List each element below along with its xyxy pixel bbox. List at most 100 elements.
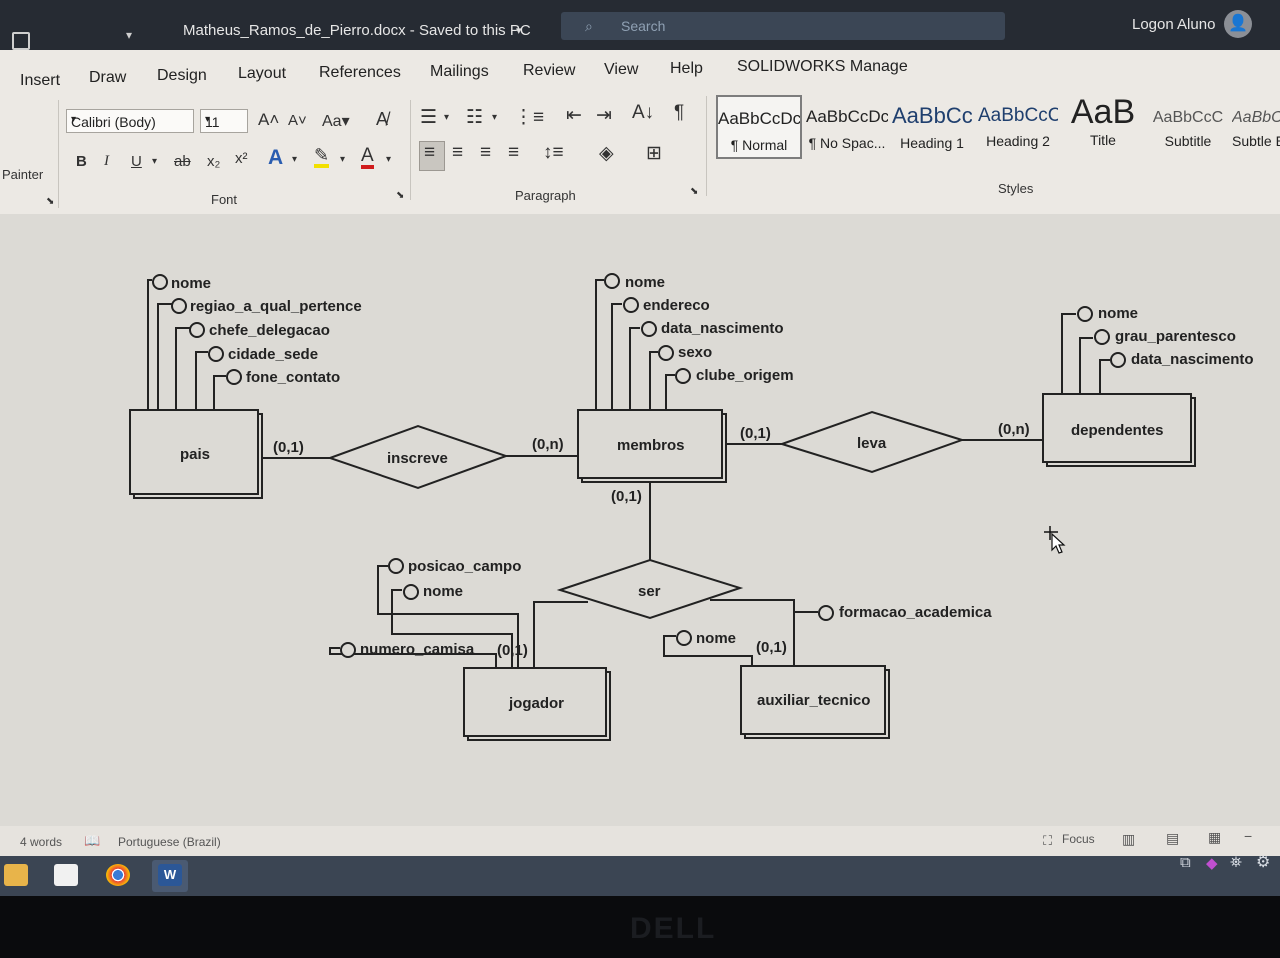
quick-access-dropdown-icon[interactable]: ▾ [126,28,133,42]
strikethrough-icon[interactable]: ab [174,153,191,170]
attr-circle-icon [1077,306,1093,322]
font-size-select[interactable]: 11▾ [200,109,248,133]
rel-ser [556,558,744,620]
font-color-dropdown-icon[interactable]: ▾ [386,154,392,165]
tab-mailings[interactable]: Mailings [430,63,489,80]
bullets-dropdown-icon[interactable]: ▾ [444,112,450,123]
subscript-icon[interactable]: x₂ [207,153,221,170]
multilevel-list-icon[interactable]: ⋮≡ [514,107,545,128]
sort-icon[interactable]: A↓ [632,102,655,123]
attr-circle-icon [152,274,168,290]
numbering-dropdown-icon[interactable]: ▾ [492,112,498,123]
user-name[interactable]: Logon Aluno [1132,16,1216,33]
change-case-icon[interactable]: Aa▾ [322,113,350,130]
format-painter-label[interactable]: Painter [2,167,44,182]
attr-circle-icon [604,273,620,289]
web-layout-icon[interactable]: ▦ [1208,829,1222,845]
search-box[interactable]: ⌕ Search [561,12,1005,40]
line-spacing-icon[interactable]: ↕≡ [543,142,564,163]
settings-icon[interactable]: ⚙ [1256,854,1271,871]
attr-circle-icon [641,321,657,337]
style-name: Subtitle [1164,133,1212,149]
tab-design[interactable]: Design [157,67,207,84]
justify-icon[interactable]: ≡ [508,142,520,163]
focus-icon[interactable]: ⛶ [1043,833,1053,848]
store-icon[interactable] [54,864,78,886]
decrease-indent-icon[interactable]: ⇤ [566,105,582,126]
style-normal[interactable]: AaBbCcDc ¶ Normal [716,95,802,159]
font-color-icon[interactable]: A [361,146,374,169]
grow-font-icon[interactable]: A˄ [258,110,280,129]
attr-pais-chefe: chefe_delegacao [209,322,330,339]
style-no-spacing[interactable]: AaBbCcDc ¶ No Spac... [806,95,888,159]
tab-view[interactable]: View [604,61,639,78]
tab-layout[interactable]: Layout [238,65,287,82]
tray-app-icon[interactable]: ◆ [1206,855,1218,872]
italic-icon[interactable]: I [104,153,109,169]
text-effects-dropdown-icon[interactable]: ▾ [292,154,298,165]
style-title[interactable]: AaB Title [1064,93,1142,159]
underline-icon[interactable]: U [131,153,142,170]
underline-dropdown-icon[interactable]: ▾ [152,156,158,167]
tab-solidworks-manage[interactable]: SOLIDWORKS Manage [737,58,908,75]
menu-tabs: Insert Draw Design Layout References Mai… [0,50,1280,92]
show-formatting-icon[interactable]: ¶ [674,102,685,123]
document-canvas[interactable]: pais membros dependentes jogador auxilia… [0,214,1280,826]
title-bar: ▾ Matheus_Ramos_de_Pierro.docx - Saved t… [0,0,1280,50]
styles-group-label: Styles [998,181,1034,196]
print-layout-icon[interactable]: ▤ [1166,830,1180,846]
style-preview: AaBbCcC [978,105,1058,126]
align-left-button[interactable] [419,141,445,171]
highlight-icon[interactable]: ✎ [314,146,330,168]
attr-dependentes-grau: grau_parentesco [1115,328,1236,345]
attr-pais-nome: nome [171,275,211,292]
entity-auxiliar [740,665,886,735]
entity-label-jogador: jogador [508,695,564,712]
save-icon[interactable] [12,32,30,50]
tab-references[interactable]: References [319,64,401,81]
font-name-select[interactable]: Calibri (Body)▾ [66,109,194,133]
ribbon-separator [706,96,707,196]
shrink-font-icon[interactable]: A˅ [288,112,307,129]
attr-membros-clube: clube_origem [696,367,794,384]
bullets-icon[interactable]: ☰ [420,107,438,128]
font-launcher-icon[interactable]: ⬊ [396,190,405,201]
chrome-icon[interactable] [106,864,130,886]
tab-help[interactable]: Help [670,60,703,77]
increase-indent-icon[interactable]: ⇥ [596,105,612,126]
clear-formatting-icon[interactable]: A̸ [376,109,389,129]
style-subtle-emphasis[interactable]: AaBbC Subtle E [1232,95,1280,159]
borders-icon[interactable]: ⊞ [646,143,662,164]
file-explorer-icon[interactable] [4,864,28,886]
word-count[interactable]: 4 words [20,835,63,849]
text-effects-icon[interactable]: A [268,146,284,169]
rel-label-ser: ser [638,583,661,600]
shading-icon[interactable]: ◈ [599,143,614,164]
rel-label-inscreve: inscreve [387,450,448,467]
attr-circle-icon [1094,329,1110,345]
paragraph-launcher-icon[interactable]: ⬊ [690,186,699,197]
style-subtitle[interactable]: AaBbCcC Subtitle [1148,95,1228,159]
proofing-icon[interactable]: 📖 [84,833,101,848]
highlight-dropdown-icon[interactable]: ▾ [340,154,346,165]
title-dropdown-icon[interactable]: ▾ [516,25,522,37]
superscript-icon[interactable]: x² [235,150,248,167]
read-mode-icon[interactable]: ▥ [1122,831,1136,847]
style-heading-2[interactable]: AaBbCcC Heading 2 [978,95,1058,159]
bold-icon[interactable]: B [76,153,87,170]
entity-label-membros: membros [617,437,685,454]
avatar[interactable]: 👤 [1224,10,1252,38]
network-icon[interactable]: ⛯ [1230,854,1243,871]
tab-insert[interactable]: Insert [20,72,61,89]
language-status[interactable]: Portuguese (Brazil) [118,835,221,849]
zoom-out-icon[interactable]: − [1244,828,1253,844]
style-heading-1[interactable]: AaBbCc Heading 1 [892,95,972,159]
numbering-icon[interactable]: ☷ [466,107,484,128]
align-right-icon[interactable]: ≡ [480,142,492,163]
align-center-icon[interactable]: ≡ [452,142,464,163]
clipboard-launcher-icon[interactable]: ⬊ [46,196,55,207]
task-view-icon[interactable]: ⧉ [1180,854,1191,871]
tab-review[interactable]: Review [523,62,576,79]
tab-draw[interactable]: Draw [89,69,127,86]
focus-label[interactable]: Focus [1062,832,1095,846]
